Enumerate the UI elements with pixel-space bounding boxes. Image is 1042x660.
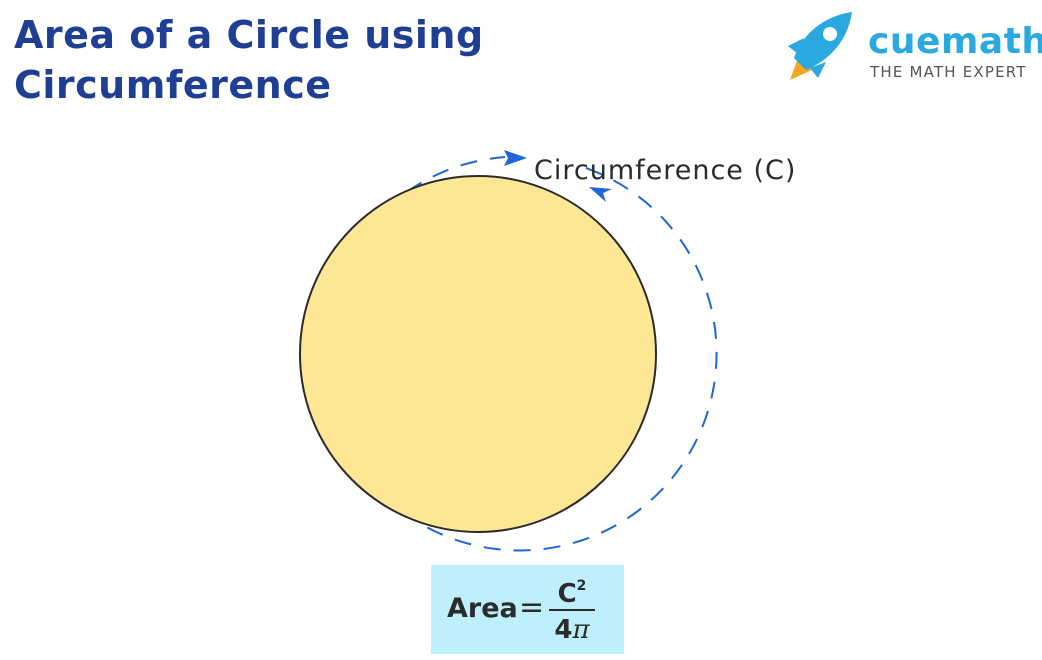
rocket-body (794, 12, 852, 70)
rocket-window (823, 27, 837, 41)
fraction-denominator: 4π (545, 614, 599, 646)
rocket-flame (790, 58, 812, 80)
circumference-label: Circumference (C) (534, 155, 797, 186)
fraction-bar (549, 609, 595, 611)
numerator-base: C (557, 579, 577, 609)
title-line-2: Circumference (14, 63, 332, 107)
formula-equals: = (519, 590, 545, 625)
denominator-pi: π (572, 615, 590, 645)
rocket-icon (788, 12, 852, 80)
formula-lhs: Area (447, 593, 518, 624)
title-line-1: Area of a Circle using (14, 13, 484, 57)
circle-shape (299, 175, 657, 533)
numerator-exponent: 2 (576, 578, 587, 594)
logo-tagline: THE MATH EXPERT (870, 63, 1027, 81)
logo-wordmark: cuemath (868, 21, 1042, 62)
area-formula-box: Area = C2 4π (431, 565, 624, 654)
rocket-fin-left (788, 38, 804, 54)
rocket-fin-right (810, 62, 826, 78)
page-title: Area of a Circle using Circumference (14, 10, 484, 110)
arrowhead-right (589, 187, 612, 202)
arrowhead-top (504, 150, 527, 166)
denominator-coefficient: 4 (554, 615, 573, 645)
cuemath-logo: cuemath THE MATH EXPERT (778, 8, 1042, 88)
fraction-numerator: C2 (551, 571, 593, 609)
